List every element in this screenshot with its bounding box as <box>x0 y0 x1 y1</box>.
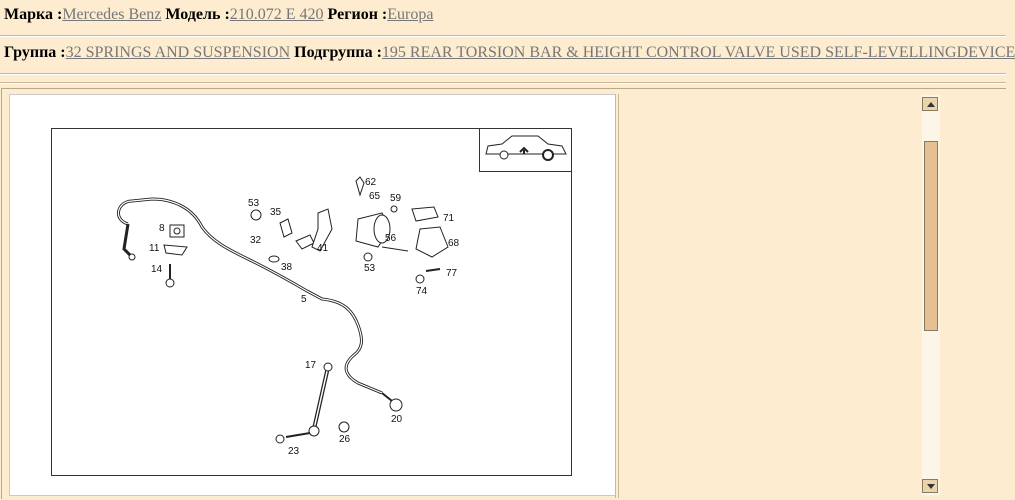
callout-65[interactable]: 65 <box>369 191 381 202</box>
callout-17[interactable]: 17 <box>305 360 317 371</box>
group-label: Группа : <box>4 44 66 61</box>
parts-diagram-drawing <box>117 176 449 444</box>
diagram-frameset <box>1 88 1006 499</box>
vertical-scrollbar[interactable] <box>922 95 940 495</box>
right-frame-area <box>940 95 1006 495</box>
callout-62[interactable]: 62 <box>365 177 377 188</box>
callout-56[interactable]: 56 <box>385 233 397 244</box>
callout-11[interactable]: 11 <box>149 243 160 254</box>
callout-53b[interactable]: 53 <box>364 263 376 274</box>
region-label: Регион : <box>327 6 388 23</box>
callout-71[interactable]: 71 <box>443 213 455 224</box>
callout-53a[interactable]: 53 <box>248 198 260 209</box>
callout-8[interactable]: 8 <box>159 223 165 234</box>
model-link[interactable]: 210.072 E 420 <box>229 6 324 23</box>
make-label: Марка : <box>4 6 63 23</box>
divider-line <box>0 73 1006 75</box>
scroll-down-button[interactable] <box>922 479 938 493</box>
callout-74[interactable]: 74 <box>416 286 428 297</box>
callout-14[interactable]: 14 <box>151 264 163 275</box>
group-info-row: Группа :32 SPRINGS AND SUSPENSION Подгру… <box>4 44 1015 62</box>
vehicle-info-row: Марка :Mercedes Benz Модель :210.072 E 4… <box>4 6 433 24</box>
vehicle-location-inset <box>479 128 571 172</box>
callout-59[interactable]: 59 <box>390 193 402 204</box>
model-label: Модель : <box>165 6 230 23</box>
divider-line <box>0 82 1006 84</box>
callout-23[interactable]: 23 <box>288 446 300 457</box>
frame-splitter[interactable] <box>615 94 619 498</box>
car-silhouette-icon <box>485 135 567 161</box>
callout-38[interactable]: 38 <box>281 262 293 273</box>
callout-68[interactable]: 68 <box>448 238 460 249</box>
callout-41[interactable]: 41 <box>317 243 329 254</box>
callout-20[interactable]: 20 <box>391 414 403 425</box>
callout-26[interactable]: 26 <box>339 434 351 445</box>
group-link[interactable]: 32 SPRINGS AND SUSPENSION <box>65 44 291 61</box>
make-link[interactable]: Mercedes Benz <box>62 6 162 23</box>
callout-77[interactable]: 77 <box>446 268 458 279</box>
divider-line <box>0 35 1006 37</box>
parts-diagram: 8 11 14 5 53 35 32 38 41 62 65 59 71 56 … <box>51 128 572 476</box>
callout-32[interactable]: 32 <box>250 235 262 246</box>
callout-5[interactable]: 5 <box>301 294 307 305</box>
callout-35[interactable]: 35 <box>270 207 282 218</box>
scroll-thumb[interactable] <box>924 141 938 331</box>
subgroup-label: Подгруппа : <box>294 44 382 61</box>
region-link[interactable]: Europa <box>387 6 434 23</box>
scroll-up-button[interactable] <box>922 97 938 111</box>
subgroup-link[interactable]: 195 REAR TORSION BAR & HEIGHT CONTROL VA… <box>381 44 1015 61</box>
